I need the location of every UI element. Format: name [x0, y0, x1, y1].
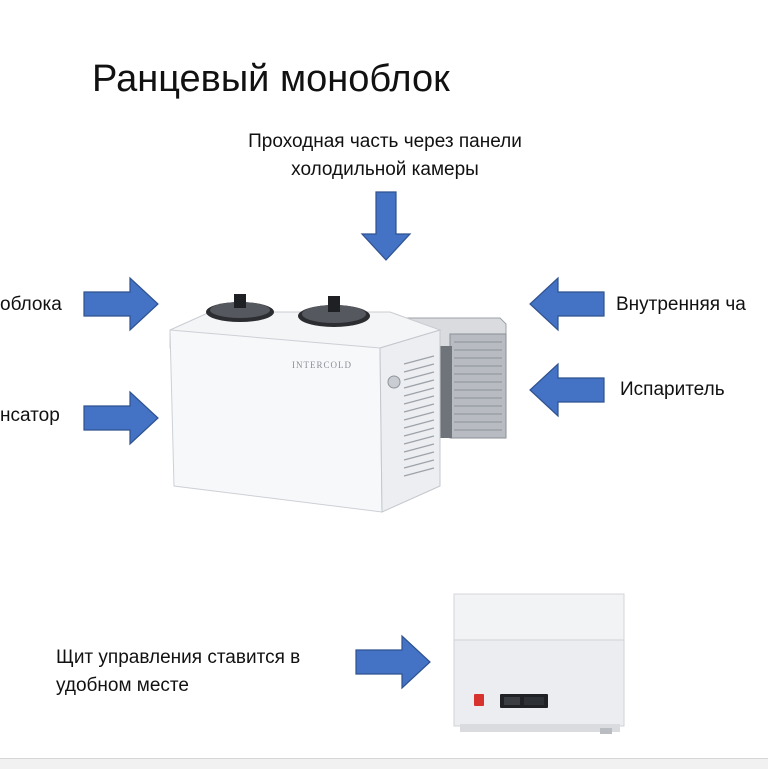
fan-icon-left: [206, 294, 274, 322]
label-right-top: Внутренняя ча: [616, 294, 746, 315]
label-pass-through-line1: Проходная часть через панели: [248, 131, 522, 152]
label-control-panel-line2: удобном месте: [56, 675, 189, 696]
power-switch-icon: [474, 694, 484, 706]
arrow-right-icon-top: [83, 276, 159, 332]
control-panel-box: [453, 593, 625, 734]
label-control-panel-line1: Щит управления ставится в: [56, 647, 301, 668]
arrow-left-icon-bottom: [529, 362, 605, 418]
arrow-down-icon: [360, 191, 412, 261]
label-pass-through: Проходная часть через панели холодильной…: [210, 128, 560, 184]
bottom-divider: [0, 758, 768, 769]
fan-icon-right: [298, 296, 370, 327]
label-right-bottom: Испаритель: [620, 379, 725, 400]
arrow-right-icon-panel: [355, 634, 431, 690]
label-control-panel: Щит управления ставится в удобном месте: [56, 644, 300, 700]
label-left-bottom: нсатор: [0, 405, 60, 426]
arrow-right-icon-bottom: [83, 390, 159, 446]
brand-text: INTERCOLD: [292, 360, 352, 370]
slide-title: Ранцевый моноблок: [92, 58, 450, 100]
monoblock-unit: INTERCOLD: [169, 294, 507, 513]
arrow-left-icon-top: [529, 276, 605, 332]
label-left-top: облока: [0, 294, 62, 315]
label-pass-through-line2: холодильной камеры: [291, 159, 479, 180]
